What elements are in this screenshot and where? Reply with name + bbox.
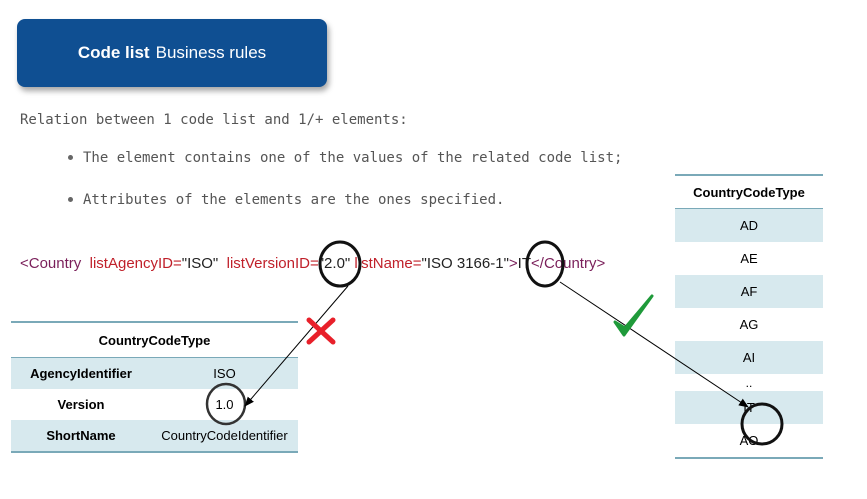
- bullet-dot: [68, 154, 73, 160]
- table-row: ShortName CountryCodeIdentifier: [11, 420, 298, 452]
- code-cell: AD: [675, 208, 823, 242]
- right-code-table: CountryCodeType AD AE AF AG AI .. IT AO: [675, 174, 823, 459]
- bullet-dot: [68, 196, 73, 202]
- highlight-circle-version: [318, 240, 362, 288]
- title-bold: Code list: [77, 43, 150, 62]
- bullet-text: Attributes of the elements are the ones …: [83, 192, 505, 208]
- xml-attr-agency: listAgencyID=: [89, 255, 182, 272]
- row-key: AgencyIdentifier: [11, 357, 151, 389]
- xml-example: <Country listAgencyID="ISO" listVersionI…: [20, 255, 605, 272]
- bullet-item: Attributes of the elements are the ones …: [68, 192, 504, 208]
- xml-val-name: "ISO 3166-1": [421, 255, 509, 272]
- xml-val-agency: "ISO": [181, 255, 219, 272]
- row-key: Version: [57, 397, 105, 412]
- left-table-header: CountryCodeType: [11, 322, 298, 358]
- code-cell: AF: [675, 275, 823, 308]
- xml-gt: >: [508, 255, 518, 272]
- xml-open-tag: <Country: [20, 255, 82, 272]
- code-cell: AE: [740, 251, 758, 266]
- bullet-text: The element contains one of the values o…: [83, 150, 623, 166]
- xml-val-version: "2.0": [318, 255, 351, 272]
- checkmark-icon: [613, 294, 654, 337]
- intro-text: Relation between 1 code list and 1/+ ele…: [20, 112, 408, 128]
- table-row: Version 1.0: [11, 389, 298, 420]
- xml-close-tag: </Country>: [531, 255, 606, 272]
- right-table-header: CountryCodeType: [675, 175, 823, 209]
- xml-attr-version: listVersionID=: [226, 255, 319, 272]
- code-cell: ..: [745, 375, 753, 390]
- code-cell: AI: [675, 341, 823, 374]
- highlight-circle-content: [525, 240, 565, 288]
- highlight-circle-table-version: [205, 382, 247, 426]
- row-value: 1.0: [215, 397, 234, 412]
- arrow-version: [244, 285, 349, 407]
- row-value: CountryCodeIdentifier: [151, 420, 298, 452]
- slide-title: Code list Business rules: [17, 19, 327, 87]
- highlight-circle-table-it: [740, 402, 784, 446]
- bullet-item: The element contains one of the values o…: [68, 150, 622, 166]
- left-code-table: CountryCodeType AgencyIdentifier ISO Ver…: [11, 321, 298, 453]
- code-cell: AG: [739, 317, 759, 332]
- xml-attr-name: listName=: [354, 255, 422, 272]
- title-rest: Business rules: [155, 43, 267, 62]
- row-key: ShortName: [11, 420, 151, 452]
- arrow-content: [559, 281, 749, 408]
- cross-icon: [306, 317, 336, 345]
